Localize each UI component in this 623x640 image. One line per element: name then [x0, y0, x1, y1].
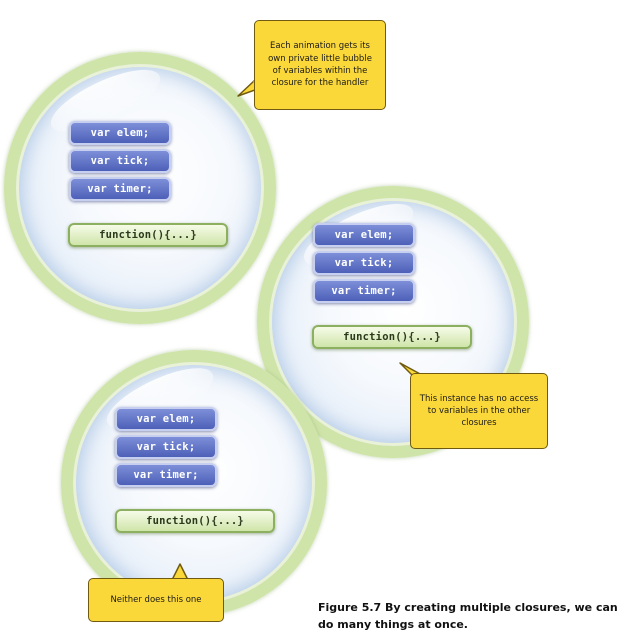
var-elem-1: var elem;	[69, 121, 171, 145]
var-timer-1: var timer;	[69, 177, 171, 201]
function-1: function(){...}	[68, 223, 228, 247]
note-neither: Neither does this one	[88, 578, 224, 622]
var-elem-2: var elem;	[313, 223, 415, 247]
var-timer-2: var timer;	[313, 279, 415, 303]
var-tick-3: var tick;	[115, 435, 217, 459]
var-timer-3: var timer;	[115, 463, 217, 487]
function-3: function(){...}	[115, 509, 275, 533]
var-elem-3: var elem;	[115, 407, 217, 431]
function-2: function(){...}	[312, 325, 472, 349]
note-private-bubble: Each animation gets its own private litt…	[254, 20, 386, 110]
var-tick-2: var tick;	[313, 251, 415, 275]
note-no-access: This instance has no access to variables…	[410, 373, 548, 449]
var-tick-1: var tick;	[69, 149, 171, 173]
figure-caption: Figure 5.7 By creating multiple closures…	[318, 601, 618, 631]
